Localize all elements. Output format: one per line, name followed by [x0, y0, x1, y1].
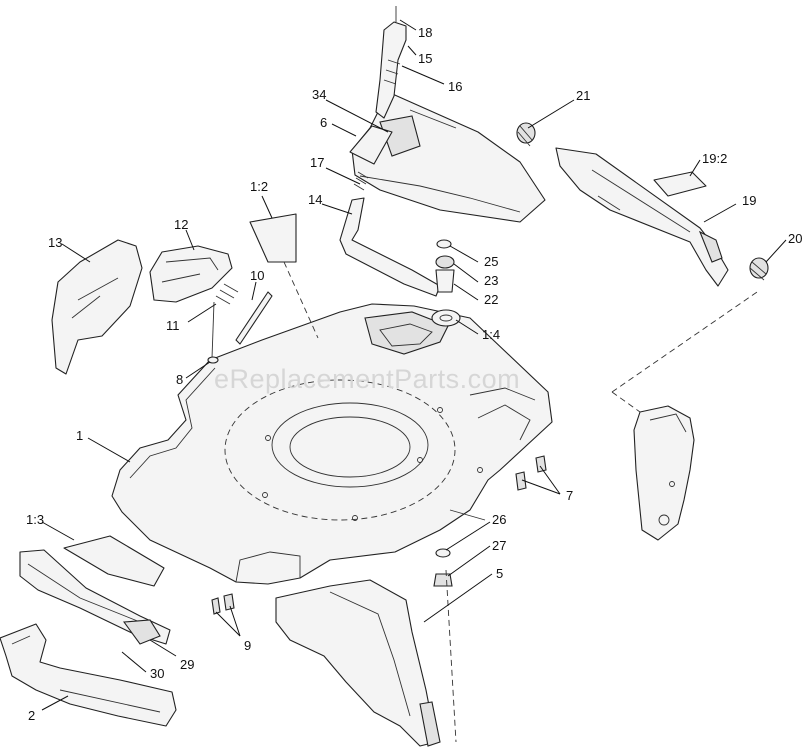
callout-1-2: 1:2 — [250, 179, 268, 194]
rear-door-assembly — [349, 91, 546, 223]
callout-23: 23 — [484, 273, 498, 288]
decal-1-3 — [63, 535, 165, 587]
assembly-line-right-2 — [611, 391, 641, 413]
leader-lines — [41, 19, 787, 711]
torsion-spring-21 — [516, 122, 536, 147]
callout-1-3: 1:3 — [26, 512, 44, 527]
assembly-line-decal-1-2 — [283, 261, 319, 339]
callout-29: 29 — [180, 657, 194, 672]
callout-34: 34 — [312, 87, 326, 102]
callout-9: 9 — [244, 638, 251, 653]
front-baffle — [19, 549, 171, 645]
callout-labels: 18 15 16 34 6 21 17 14 1:2 19:2 19 12 13… — [26, 25, 802, 723]
side-bracket — [633, 405, 695, 541]
front-bracket — [0, 623, 177, 727]
height-adjust-handle — [375, 6, 407, 119]
callout-18: 18 — [418, 25, 432, 40]
decal-1-2 — [249, 213, 297, 263]
spring-rod-hardware — [207, 283, 273, 364]
decal-19-2 — [653, 171, 707, 197]
callout-27: 27 — [492, 538, 506, 553]
callout-1-4: 1:4 — [482, 327, 500, 342]
callout-15: 15 — [418, 51, 432, 66]
callout-7: 7 — [566, 488, 573, 503]
callout-26: 26 — [492, 512, 506, 527]
torsion-spring-20 — [749, 257, 769, 281]
callout-2: 2 — [28, 708, 35, 723]
wheel-hardware — [431, 239, 461, 327]
callout-12: 12 — [174, 217, 188, 232]
callout-8: 8 — [176, 372, 183, 387]
callout-25: 25 — [484, 254, 498, 269]
rear-shield-bracket — [555, 147, 729, 287]
watermark-text: eReplacementParts.com — [214, 364, 520, 394]
callout-6: 6 — [320, 115, 327, 130]
rear-chute — [275, 579, 441, 747]
mulch-plug-12 — [149, 245, 233, 303]
callout-16: 16 — [448, 79, 462, 94]
callout-10: 10 — [250, 268, 264, 283]
bolts-9 — [211, 593, 235, 615]
callout-30: 30 — [150, 666, 164, 681]
callout-17: 17 — [310, 155, 324, 170]
callout-19: 19 — [742, 193, 756, 208]
callout-11: 11 — [166, 318, 180, 333]
callout-19-2: 19:2 — [702, 151, 727, 166]
nut-washer — [433, 548, 453, 587]
callout-1: 1 — [76, 428, 83, 443]
assembly-line-right — [611, 289, 761, 393]
assembly-line-chute — [445, 569, 457, 743]
side-discharge-cover-13 — [51, 239, 143, 375]
callout-21: 21 — [576, 88, 590, 103]
callout-20: 20 — [788, 231, 802, 246]
callout-5: 5 — [496, 566, 503, 581]
callout-22: 22 — [484, 292, 498, 307]
callout-14: 14 — [308, 192, 322, 207]
mower-deck — [111, 303, 553, 585]
callout-13: 13 — [48, 235, 62, 250]
bolts-7 — [515, 455, 547, 491]
